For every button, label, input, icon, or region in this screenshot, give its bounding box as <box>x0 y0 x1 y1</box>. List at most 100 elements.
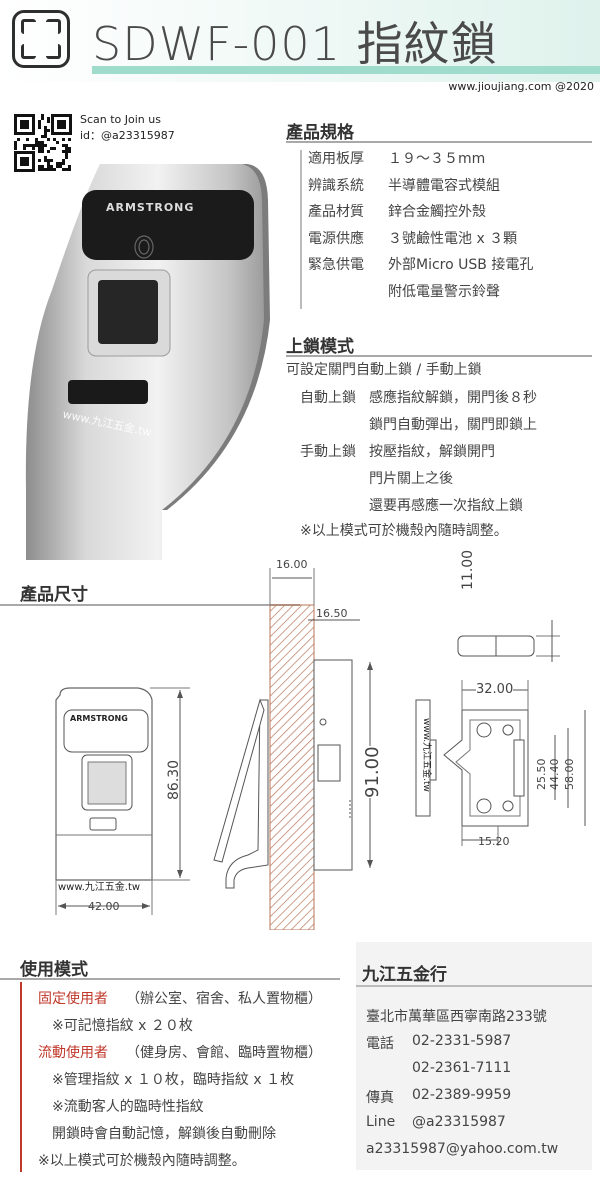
fixed-user-note: ※可記憶指紋 x ２０枚 <box>52 1018 193 1034</box>
qr-module <box>50 159 53 162</box>
qr-finder <box>20 157 29 166</box>
qr-module <box>41 114 44 117</box>
spec-value: 外部Micro USB 接電孔 <box>388 257 534 273</box>
qr-module <box>44 132 47 135</box>
qr-module <box>65 153 68 156</box>
dim-42: 42.00 <box>88 900 120 913</box>
qr-module <box>38 147 41 150</box>
device-brand: ARMSTRONG <box>106 201 195 214</box>
qr-module <box>62 144 65 147</box>
qr-module <box>50 165 53 168</box>
qr-module <box>38 159 41 162</box>
spec-value: 鋅合金觸控外殼 <box>388 204 486 220</box>
qr-module <box>68 165 71 168</box>
qr-caption-line1: Scan to Join us <box>80 113 161 126</box>
qr-module <box>41 141 44 144</box>
qr-module <box>56 165 59 168</box>
qr-module <box>53 168 56 171</box>
spec-value: 附低電量警示鈴聲 <box>388 283 500 300</box>
title-underline <box>92 66 600 74</box>
qr-module <box>53 138 56 141</box>
spec-row: 適用板厚 １９～３５mm <box>300 150 533 177</box>
qr-module <box>35 144 38 147</box>
qr-module <box>47 165 50 168</box>
qr-module <box>26 144 29 147</box>
spec-value: ３號鹼性電池 x ３顆 <box>388 230 518 247</box>
qr-module <box>38 120 41 123</box>
fixed-user-label: 固定使用者 <box>38 991 108 1007</box>
dim-25-50: 25.50 <box>535 758 548 791</box>
spec-key: 適用板厚 <box>308 151 364 167</box>
qr-module <box>14 141 17 144</box>
qr-module <box>47 138 50 141</box>
spec-row: 附低電量警示鈴聲 <box>300 282 533 309</box>
spec-key: 緊急供電 <box>308 257 364 273</box>
qr-module <box>23 144 26 147</box>
qr-module <box>38 165 41 168</box>
spec-row: 辨識系統半導體電容式模組 <box>300 176 533 203</box>
spec-value: １９～３５mm <box>388 151 486 167</box>
dim-44-40: 44.40 <box>548 758 561 791</box>
side-watermark: www.九江五金.tw <box>421 718 431 792</box>
front-watermark: www.九江五金.tw <box>58 882 141 893</box>
qr-module <box>41 117 44 120</box>
dim-58: 58.00 <box>563 758 576 791</box>
qr-module <box>50 168 53 171</box>
line-id[interactable]: @a23315987 <box>412 1114 506 1130</box>
qr-module <box>68 138 71 141</box>
dimension-drawing <box>55 568 586 930</box>
qr-module <box>41 135 44 138</box>
manual-lock-line3: 還要再感應一次指紋上鎖 <box>369 498 523 514</box>
qr-module <box>41 150 44 153</box>
site-url: www.jioujiang.com @2020 <box>448 80 594 93</box>
tel-1[interactable]: 02-2331-5987 <box>412 1033 512 1049</box>
front-brand: ARMSTRONG <box>70 714 128 723</box>
qr-module <box>17 138 20 141</box>
qr-module <box>44 159 47 162</box>
qr-module <box>29 144 32 147</box>
qr-module <box>53 147 56 150</box>
page-title: SDWF-001 指紋鎖 <box>92 17 498 71</box>
auto-lock-line2: 鎖門自動彈出，關門即鎖上 <box>369 417 537 433</box>
qr-module <box>56 141 59 144</box>
temp-fingerprint-note: ※流動客人的臨時性指紋 <box>52 1099 204 1115</box>
fingerprint-icon <box>134 235 154 259</box>
qr-module <box>47 159 50 162</box>
qr-module <box>44 168 47 171</box>
qr-module <box>47 162 50 165</box>
fax-label: 傳真 <box>366 1090 394 1106</box>
fax-number: 02-2389-9959 <box>412 1087 512 1103</box>
side-section-view <box>213 568 373 930</box>
mobile-user-note: ※管理指紋 x １０枚，臨時指紋 x １枚 <box>52 1072 295 1088</box>
dim-32: 32.00 <box>476 682 514 697</box>
company-email[interactable]: a23315987@yahoo.com.tw <box>366 1141 559 1157</box>
qr-code-icon[interactable] <box>14 114 72 172</box>
qr-module <box>38 150 41 153</box>
qr-module <box>47 120 50 123</box>
logo-icon <box>12 10 70 68</box>
qr-module <box>41 147 44 150</box>
bracket-plate-view <box>443 680 586 846</box>
qr-module <box>38 126 41 129</box>
qr-module <box>23 147 26 150</box>
tel-2[interactable]: 02-2361-7111 <box>412 1060 512 1076</box>
dim-91: 91.00 <box>362 746 383 798</box>
qr-module <box>50 147 53 150</box>
lock-mode-rule <box>286 355 592 357</box>
lock-mode-intro: 可設定關門自動上鎖 / 手動上鎖 <box>286 362 482 378</box>
qr-module <box>62 162 65 165</box>
spec-row: 產品材質鋅合金觸控外殼 <box>300 203 533 230</box>
tel-label: 電話 <box>366 1036 394 1052</box>
line-label: Line <box>366 1114 396 1130</box>
spec-value: 半導體電容式模組 <box>388 177 500 194</box>
qr-module <box>68 147 71 150</box>
qr-module <box>65 144 68 147</box>
auto-lock-key: 自動上鎖 <box>300 390 356 406</box>
qr-module <box>68 150 71 153</box>
auto-lock-line1: 感應指紋解鎖，開門後８秒 <box>369 390 537 406</box>
dim-16-50: 16.50 <box>316 607 348 620</box>
dim-86-30: 86.30 <box>166 759 182 800</box>
spec-row: 緊急供電 外部Micro USB 接電孔 <box>300 256 533 283</box>
auto-delete-note: 開鎖時會自動記憶，解鎖後自動刪除 <box>52 1126 276 1142</box>
